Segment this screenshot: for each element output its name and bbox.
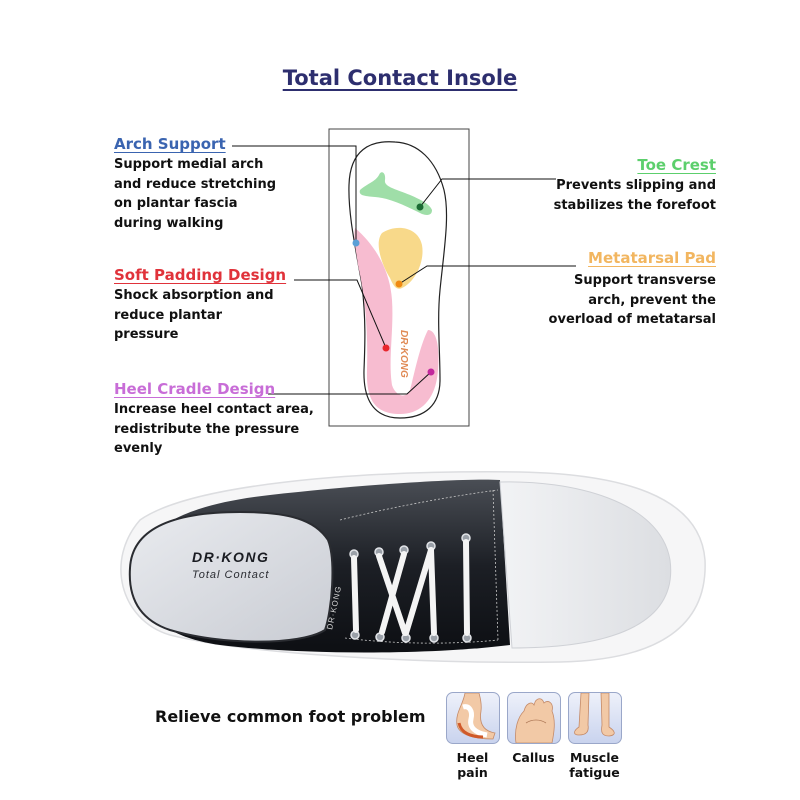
- shoe-image: DR·KONG Total Contact DR·KONG: [100, 450, 720, 680]
- soft-padding-zone: [354, 228, 439, 415]
- heel-cradle-desc: Increase heel contact area, redistribute…: [114, 402, 314, 456]
- metatarsal-pad-zone: [378, 227, 423, 289]
- soft-padding-connector: [294, 279, 387, 349]
- diagram-frame: [328, 128, 470, 427]
- heel-cradle-dot: [427, 368, 435, 376]
- arch-support-label: Arch Support: [114, 135, 226, 153]
- foot-problems-title: Relieve common foot problem: [155, 707, 426, 726]
- heel-cradle-label: Heel Cradle Design: [114, 380, 276, 398]
- soft-padding-desc: Shock absorption and reduce plantar pres…: [114, 288, 274, 342]
- heel-pain-item: Heel pain: [445, 692, 500, 780]
- metatarsal-connector: [398, 265, 576, 285]
- foot-problems-icons: Heel pain Callus Muscle fatigue: [445, 692, 622, 780]
- shoe-laces: [351, 539, 470, 636]
- arch-support-callout: Arch Support Support medial arch and red…: [114, 135, 276, 233]
- shoe-insole-brand: DR·KONG: [192, 549, 269, 565]
- soft-padding-dot: [382, 344, 390, 352]
- page-title: Total Contact Insole: [282, 66, 518, 90]
- toe-crest-dot: [416, 203, 424, 211]
- callus-item: Callus: [506, 692, 561, 780]
- insole-diagram: DR·KONG: [232, 128, 576, 427]
- soft-padding-label: Soft Padding Design: [114, 266, 287, 284]
- arch-support-desc: Support medial arch and reduce stretchin…: [114, 157, 277, 231]
- heel-cradle-connector: [268, 371, 432, 395]
- shoe-insole: [128, 510, 334, 643]
- toe-crest-zone: [359, 172, 432, 215]
- arch-support-connector: [232, 145, 357, 243]
- shoe-toe-cap: [499, 481, 672, 649]
- arch-support-dot: [352, 239, 360, 247]
- toe-crest-callout: Toe Crest Prevents slipping and stabiliz…: [554, 156, 716, 215]
- muscle-fatigue-icon: [567, 692, 622, 744]
- toe-crest-label: Toe Crest: [637, 156, 716, 174]
- metatarsal-pad-desc: Support transverse arch, prevent the ove…: [548, 273, 716, 327]
- metatarsal-pad-callout: Metatarsal Pad Support transverse arch, …: [549, 249, 716, 330]
- toe-crest-desc: Prevents slipping and stabilizes the for…: [553, 178, 716, 213]
- callus-icon: [506, 692, 561, 744]
- shoe-insole-subtitle: Total Contact: [192, 569, 269, 581]
- soft-padding-callout: Soft Padding Design Shock absorption and…: [114, 266, 286, 345]
- metatarsal-dot: [395, 280, 403, 288]
- heel-pain-icon: [445, 692, 500, 744]
- toe-crest-connector: [419, 178, 556, 208]
- muscle-fatigue-item: Muscle fatigue: [567, 692, 622, 780]
- heel-cradle-callout: Heel Cradle Design Increase heel contact…: [114, 380, 314, 459]
- metatarsal-pad-label: Metatarsal Pad: [588, 249, 716, 267]
- insole-brand-text: DR·KONG: [398, 330, 409, 378]
